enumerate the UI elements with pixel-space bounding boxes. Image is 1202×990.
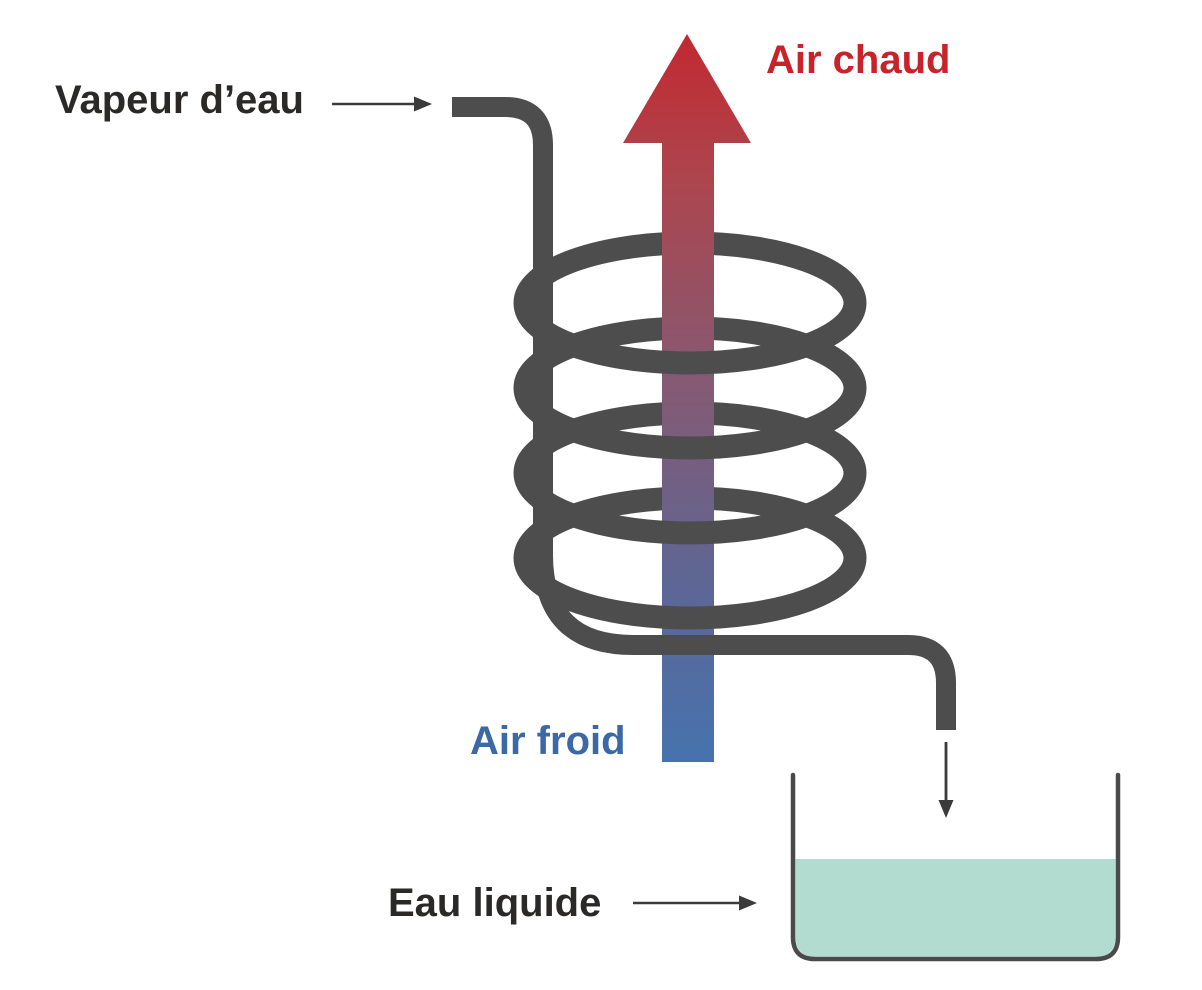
label-cold-air: Air froid [470,719,626,763]
steam-pipe [452,97,956,730]
drop-arrow [938,742,954,818]
label-hot-air: Air chaud [766,38,950,82]
liquid-water-fill [795,859,1116,957]
cooling-coil-front-arcs [513,302,867,630]
coil-front-arc [513,472,867,545]
steam-label-arrow [332,96,432,112]
liquid-label-arrow [633,895,757,911]
air-flow-arrow [623,34,751,762]
steam-arrow-head [414,96,432,112]
beaker [790,772,1121,962]
liquid-arrow-head [739,895,757,911]
coil-front-arc [513,557,867,630]
coil-front-arc [513,302,867,375]
drop-arrow-head [938,800,954,818]
label-steam: Vapeur d’eau [55,78,304,122]
coil-front-arc [513,387,867,460]
label-liquid-water: Eau liquide [388,881,601,925]
